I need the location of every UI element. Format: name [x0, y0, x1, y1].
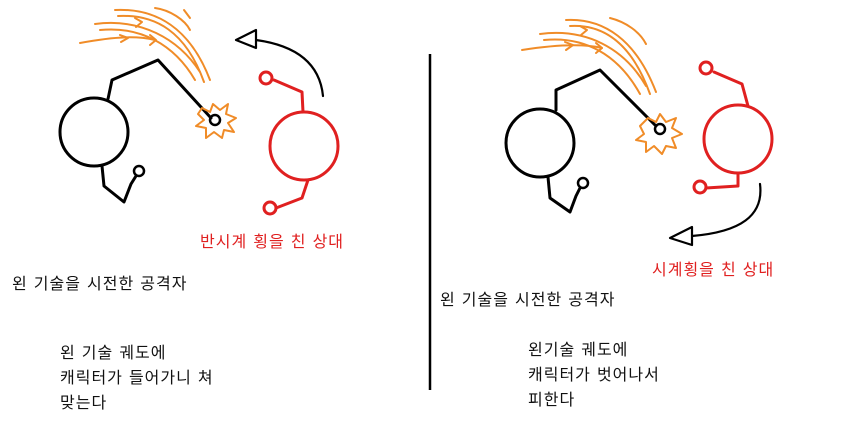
left-attacker-weapon-tip	[208, 113, 222, 127]
right-arrowhead	[668, 225, 694, 247]
left-explanation-line: 캐릭터가 들어가니 쳐	[60, 368, 214, 387]
left-opponent-body	[268, 110, 340, 182]
right-attacker-body	[504, 107, 576, 179]
right-attacker-label: 왼 기술을 시전한 공격자	[440, 290, 616, 309]
left-opponent-bottom-hand	[262, 200, 278, 216]
right-attacker-hand	[576, 176, 590, 190]
right-explanation: 왼기술 궤도에 캐릭터가 벗어나서 피한다	[528, 337, 660, 412]
right-attacker	[504, 68, 667, 214]
left-impact-burst	[195, 103, 237, 139]
left-explanation: 왼 기술 궤도에 캐릭터가 들어가니 쳐 맞는다	[60, 340, 214, 415]
left-attacker-body	[58, 96, 130, 168]
left-opponent-top-arm	[272, 78, 305, 114]
right-attacker-weapon-arm	[554, 68, 658, 128]
right-explanation-line: 피한다	[528, 390, 576, 409]
left-explanation-line: 맞는다	[60, 393, 108, 412]
right-opponent-bottom-arm	[704, 171, 740, 190]
right-impact-burst	[635, 113, 683, 155]
left-counterclockwise-arrow	[254, 38, 325, 98]
right-opponent-top-arm	[712, 70, 750, 108]
left-opponent-top-hand	[258, 70, 274, 86]
left-opponent-label: 반시계 횡을 친 상대	[200, 232, 345, 251]
left-explanation-line: 왼 기술 궤도에	[60, 343, 167, 362]
right-opponent-bottom-hand	[692, 179, 708, 195]
right-opponent	[692, 60, 774, 195]
left-swing-arrows	[79, 7, 211, 83]
left-attacker-weapon-arm	[106, 58, 213, 120]
right-explanation-line: 캐릭터가 벗어나서	[528, 365, 660, 384]
right-attacker-weapon-tip	[653, 122, 667, 136]
right-swing-arrows	[521, 17, 657, 95]
left-attacker	[58, 58, 222, 204]
right-opponent-body	[702, 103, 774, 175]
left-arrowhead	[234, 28, 258, 50]
left-opponent-bottom-arm	[274, 178, 310, 210]
right-opponent-top-hand	[698, 60, 714, 76]
left-attacker-hand	[132, 164, 146, 178]
right-attacker-back-arm	[546, 175, 582, 214]
right-explanation-line: 왼기술 궤도에	[528, 340, 629, 359]
left-opponent	[258, 70, 340, 216]
right-clockwise-arrow	[690, 182, 762, 238]
left-attacker-label: 왼 기술을 시전한 공격자	[12, 274, 188, 293]
right-opponent-label: 시계횡을 친 상대	[652, 260, 775, 279]
left-attacker-back-arm	[100, 164, 138, 204]
